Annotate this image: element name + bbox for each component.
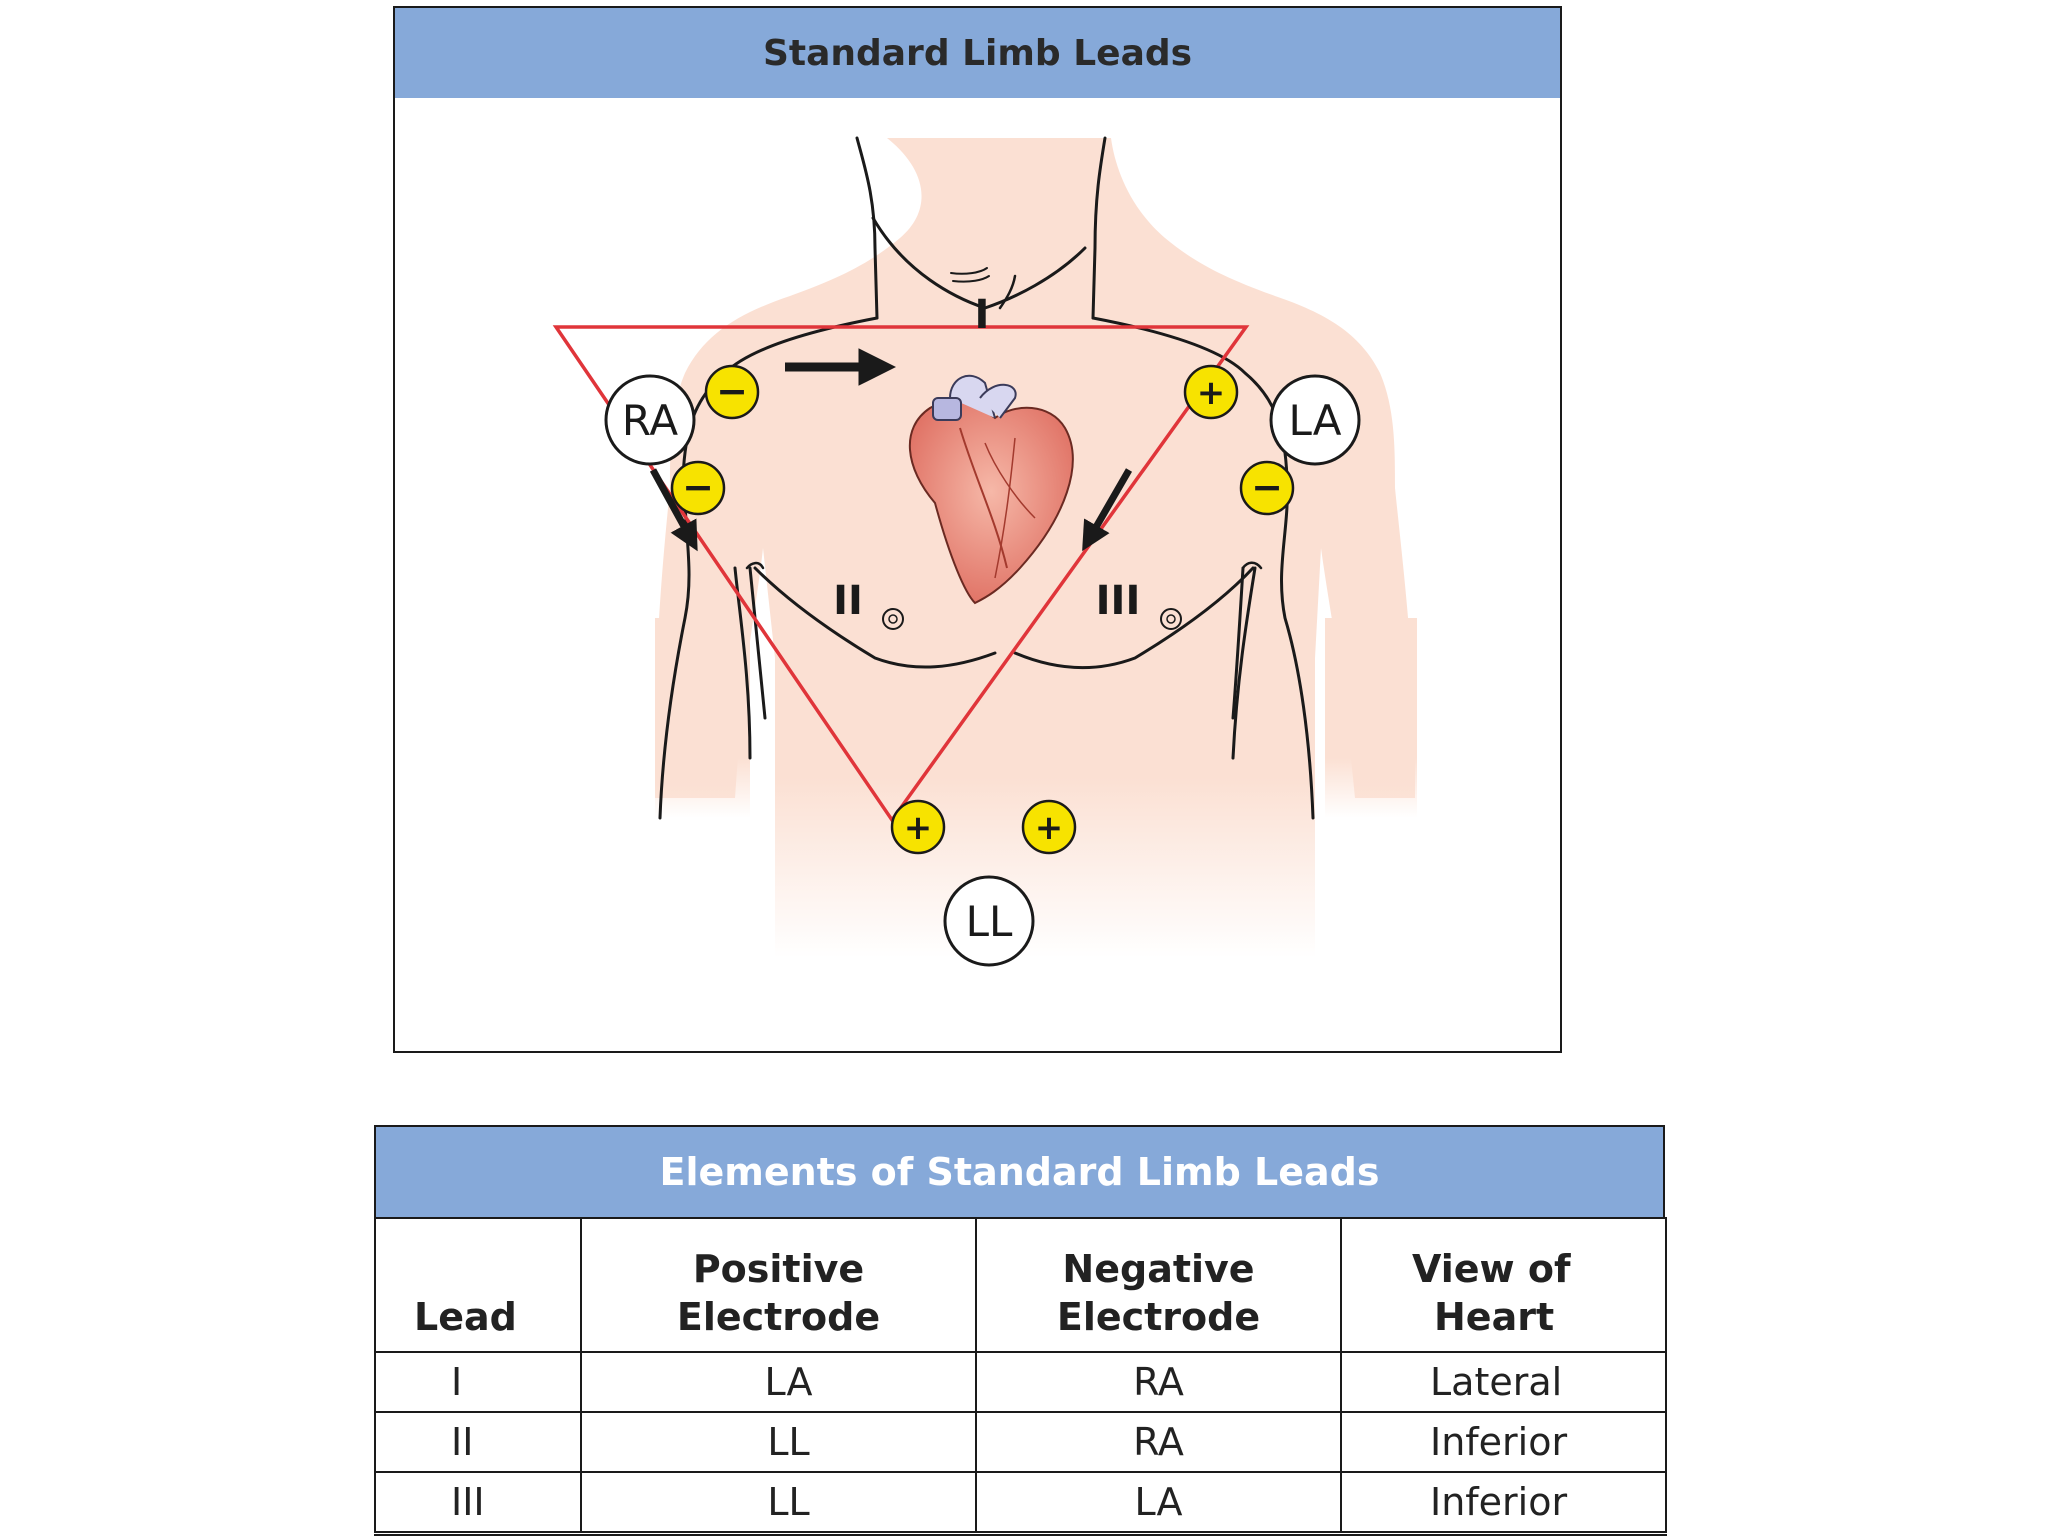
figure-header: Standard Limb Leads: [395, 8, 1560, 98]
electrode-ll-label: LL: [966, 897, 1013, 946]
column-header-negative: Negative Electrode: [975, 1217, 1342, 1353]
limb-leads-figure: Standard Limb Leads: [393, 6, 1562, 1053]
electrode-la-label: LA: [1288, 396, 1341, 445]
lead-3-arrow: [1082, 468, 1133, 552]
column-header-positive-line1: Positive: [692, 1247, 865, 1291]
negative-marker: −: [1239, 460, 1295, 516]
cell-view: Lateral: [1340, 1351, 1667, 1413]
cell-lead: II: [374, 1411, 582, 1473]
limb-leads-table-panel: Elements of Standard Limb Leads Lead Pos…: [374, 1125, 1667, 1536]
lead-2-label: II: [833, 578, 863, 624]
positive-marker: +: [1021, 799, 1077, 855]
positive-marker: +: [1183, 364, 1239, 420]
column-header-view: View of Heart: [1340, 1217, 1667, 1353]
electrode-la: LA: [1269, 374, 1361, 466]
negative-sign: −: [716, 369, 748, 413]
column-header-negative-line1: Negative: [1062, 1247, 1255, 1291]
lead-1-label: I: [975, 292, 990, 338]
cell-lead: I: [374, 1351, 582, 1413]
column-header-negative-line2: Electrode: [1056, 1295, 1261, 1339]
table-header-row: Lead Positive Electrode Negative Electro…: [374, 1217, 1667, 1353]
table-header: Elements of Standard Limb Leads: [374, 1125, 1665, 1219]
cell-positive: LA: [580, 1351, 977, 1413]
cell-positive: LL: [580, 1411, 977, 1473]
column-header-positive: Positive Electrode: [580, 1217, 977, 1353]
einthoven-triangle: [552, 325, 1250, 824]
column-header-positive-line2: Electrode: [676, 1295, 881, 1339]
cell-view: Inferior: [1340, 1471, 1667, 1536]
negative-marker: −: [670, 460, 726, 516]
cell-negative: LA: [975, 1471, 1342, 1536]
table-row: I LA RA Lateral: [374, 1351, 1667, 1413]
table-row: II LL RA Inferior: [374, 1411, 1667, 1473]
positive-marker: +: [890, 799, 946, 855]
negative-marker: −: [704, 364, 760, 420]
column-header-lead-text: Lead: [414, 1295, 517, 1339]
table-row: III LL LA Inferior: [374, 1471, 1667, 1536]
heart-icon: [909, 374, 1074, 605]
lead-2-arrow: [649, 468, 698, 552]
lead-3-label: III: [1096, 578, 1141, 624]
table-title: Elements of Standard Limb Leads: [659, 1150, 1380, 1194]
cell-positive: LL: [580, 1471, 977, 1536]
right-arm-skin: [655, 618, 750, 818]
cell-lead: III: [374, 1471, 582, 1536]
nipple-left: [882, 608, 904, 630]
left-arm-skin: [1325, 618, 1417, 818]
positive-sign: +: [1035, 808, 1064, 848]
negative-sign: −: [682, 465, 714, 509]
electrode-ll: LL: [943, 875, 1035, 967]
figure-title: Standard Limb Leads: [762, 32, 1193, 74]
cell-negative: RA: [975, 1351, 1342, 1413]
nipple-right: [1160, 608, 1182, 630]
electrode-ra-label: RA: [622, 396, 678, 445]
cell-view: Inferior: [1340, 1411, 1667, 1473]
column-header-view-line1: View of: [1412, 1247, 1571, 1291]
positive-sign: +: [1197, 373, 1226, 413]
einthoven-diagram: I II III − − + − + + RA: [552, 136, 1417, 967]
limb-leads-table: Lead Positive Electrode Negative Electro…: [374, 1217, 1667, 1536]
column-header-lead: Lead: [374, 1217, 582, 1353]
column-header-view-line2: Heart: [1434, 1295, 1555, 1339]
cell-negative: RA: [975, 1411, 1342, 1473]
positive-sign: +: [904, 808, 933, 848]
negative-sign: −: [1251, 465, 1283, 509]
electrode-ra: RA: [604, 374, 696, 466]
